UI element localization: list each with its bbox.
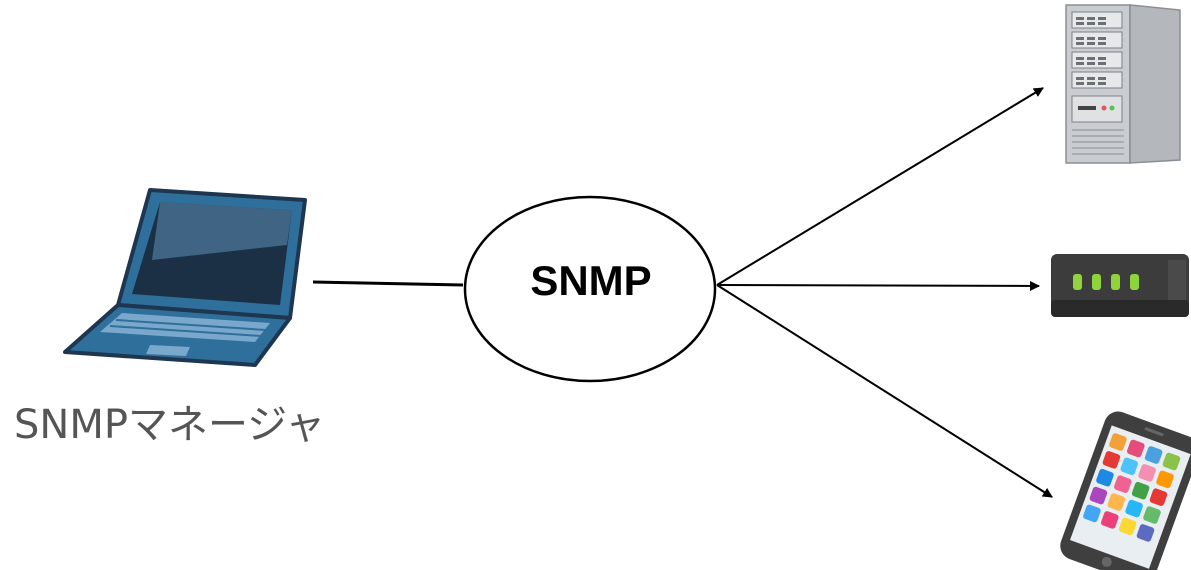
arrow-to-server — [716, 87, 1044, 286]
manager-link-line — [312, 280, 464, 287]
protocol-label: SNMP — [530, 257, 652, 304]
smartphone-icon — [1060, 411, 1191, 570]
server-icon — [1065, 4, 1181, 164]
arrow-to-router — [716, 280, 1040, 291]
router-icon — [1051, 254, 1189, 317]
laptop-icon — [63, 188, 307, 367]
manager-label: SNMPマネージャ — [14, 402, 326, 448]
arrow-to-smartphone — [716, 284, 1053, 498]
protocol-ellipse — [463, 195, 717, 383]
